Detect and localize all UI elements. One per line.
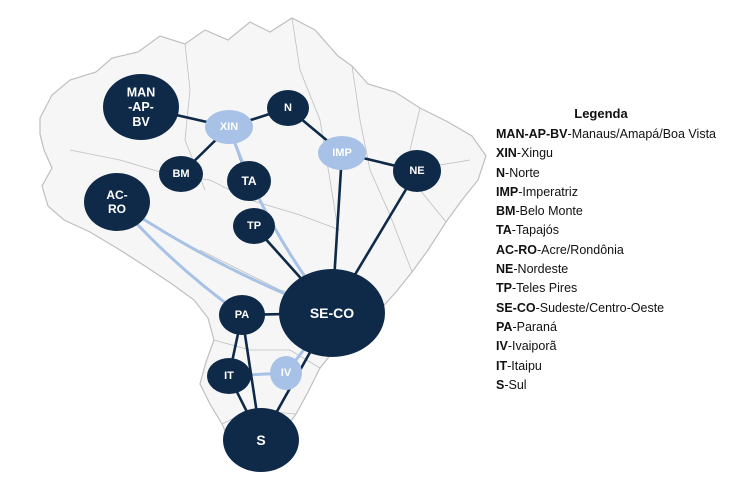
legend-item: XIN-Xingu [496,144,750,163]
node-shape-it [207,358,251,394]
legend-item: NE-Nordeste [496,260,750,279]
legend-item: TP-Teles Pires [496,279,750,298]
node-imp: IMP [318,136,366,170]
legend-item: TA-Tapajós [496,221,750,240]
node-tp: TP [233,208,275,244]
node-ta: TA [227,161,271,201]
node-label-imp: IMP [332,147,352,159]
legend-code: XIN [496,146,517,161]
legend-code: IMP [496,184,519,199]
legend-description: -Acre/Rondônia [536,242,624,257]
node-shape-acro [84,173,150,231]
node-it: IT [207,358,251,394]
node-pa: PA [219,295,265,335]
node-shape-iv [270,356,302,390]
legend-code: S [496,377,505,392]
legend-item: SE-CO-Sudeste/Centro-Oeste [496,299,750,318]
legend-description: -Teles Pires [511,281,578,296]
legend-item: PA-Paraná [496,318,750,337]
legend-code: N [496,165,506,180]
node-label-man: MAN [127,85,155,99]
legend-item: AC-RO-Acre/Rondônia [496,241,750,260]
legend-code: AC-RO [496,242,537,257]
node-shape-s [223,408,299,472]
legend-item: BM-Belo Monte [496,202,750,221]
legend-item: IMP-Imperatriz [496,183,750,202]
legend-item: IT-Itaipu [496,357,750,376]
legend-description: -Imperatriz [518,184,578,199]
legend-code: MAN-AP-BV [496,127,568,141]
legend-description: -Tapajós [511,223,559,238]
state-border-3 [291,17,339,231]
nodes-layer: MAN-AP-BV XIN N IMP NE BM TA AC-RO TP SE-CO PA IT IV… [84,74,441,472]
node-iv: IV [270,356,302,390]
node-label-ne: NE [409,165,424,177]
legend-code: PA [496,319,513,334]
legend-code: NE [496,262,514,277]
legend-description: -Belo Monte [515,204,583,219]
legend-item: IV-Ivaiporã [496,337,750,356]
node-label-man: -AP- [128,100,154,114]
legend-description: -Sudeste/Centro-Oeste [535,300,665,315]
node-label-ta: TA [241,174,256,188]
node-shape-ta [227,161,271,201]
node-label-acro: RO [108,202,126,216]
node-label-bm: BM [172,168,189,180]
node-ne: NE [393,150,441,192]
node-shape-man [103,74,179,140]
legend-item: N-Norte [496,164,750,183]
node-label-seco: SE-CO [310,305,354,321]
node-acro: AC-RO [84,173,150,231]
node-label-tp: TP [247,220,261,232]
legend-item: MAN-AP-BV-Manaus/Amapá/Boa Vista [496,125,750,144]
legend: Legenda MAN-AP-BV-Manaus/Amapá/Boa Vista… [496,106,750,395]
legend-description: -Norte [505,165,540,180]
legend-description: -Xingu [516,146,553,161]
node-n: N [267,90,309,126]
node-label-it: IT [224,370,234,382]
node-label-s: S [256,432,265,448]
state-border-4 [351,65,413,273]
legend-code: BM [496,204,516,219]
node-shape-n [267,90,309,126]
legend-code: IV [496,339,508,354]
legend-description: -Paraná [512,319,557,334]
node-man: MAN-AP-BV [103,74,179,140]
node-label-man: BV [132,115,150,129]
node-seco: SE-CO [279,269,385,357]
node-bm: BM [159,156,203,192]
legend-item: S-Sul [496,376,750,395]
legend-code: IT [496,358,508,373]
legend-description: -Nordeste [513,262,569,277]
node-s: S [223,408,299,472]
node-shape-seco [279,269,385,357]
node-label-acro: AC- [106,188,127,202]
node-shape-imp [318,136,366,170]
node-shape-xin [205,110,253,144]
legend-description: -Itaipu [507,358,542,373]
legend-code: TA [496,223,512,238]
legend-title: Legenda [574,106,628,121]
legend-code: SE-CO [496,300,536,315]
node-shape-pa [219,295,265,335]
node-shape-bm [159,156,203,192]
node-label-iv: IV [281,367,292,379]
legend-description: -Ivaiporã [507,339,557,354]
node-shape-tp [233,208,275,244]
node-shape-ne [393,150,441,192]
legend-description: -Manaus/Amapá/Boa Vista [567,127,716,141]
state-border-1 [69,149,341,231]
legend-description: -Sul [504,377,527,392]
node-label-n: N [284,102,292,114]
node-label-xin: XIN [220,121,238,133]
legend-code: TP [496,281,512,296]
node-xin: XIN [205,110,253,144]
node-label-pa: PA [235,309,250,321]
